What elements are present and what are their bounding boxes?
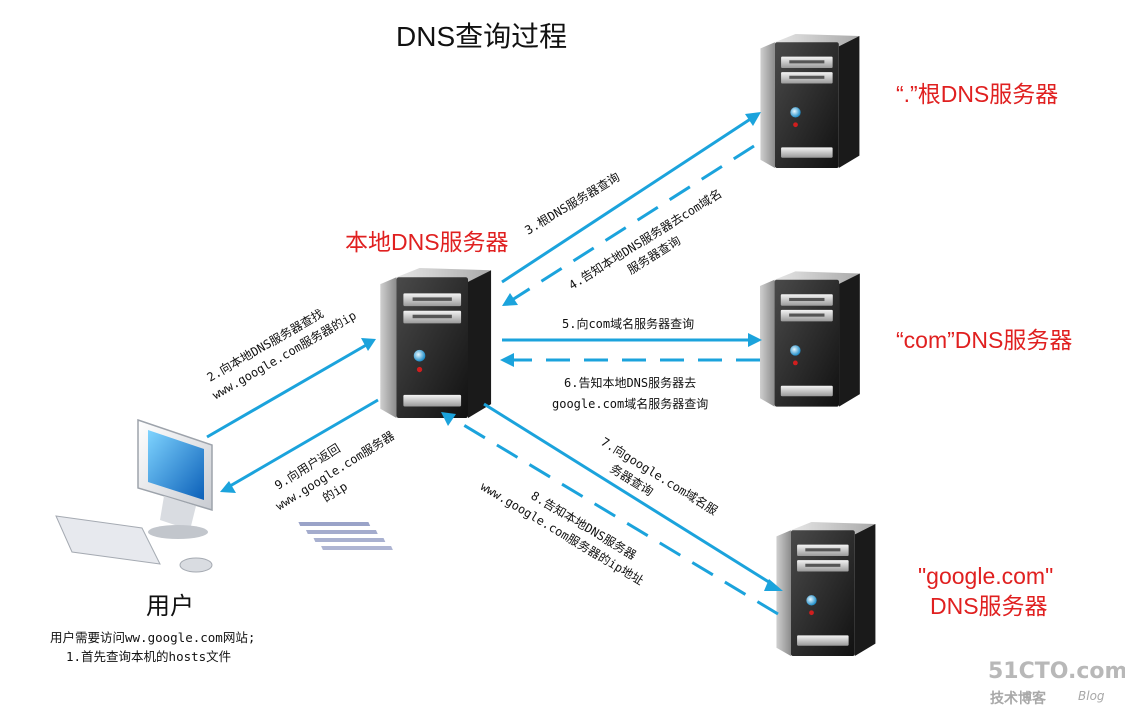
watermark-sub: 技术博客 (990, 690, 1047, 707)
com-dns-server-icon (760, 271, 860, 407)
diagram-title: DNS查询过程 (396, 21, 567, 52)
root-dns-server-icon (760, 34, 860, 168)
watermark-brand: 51CTO.com (988, 659, 1125, 684)
step-6-label-line1: 6.告知本地DNS服务器去 (564, 375, 696, 390)
arrow-step-2 (206, 342, 369, 439)
site-watermark: 51CTO.com 技术博客 Blog (988, 659, 1125, 707)
step-5-label: 5.向com域名服务器查询 (562, 316, 694, 331)
root-dns-label: “.”根DNS服务器 (896, 81, 1058, 107)
local-dns-server-icon (380, 268, 492, 418)
google-dns-label-line2: DNS服务器 (930, 593, 1048, 619)
user-label: 用户 (146, 593, 194, 620)
user-note-line1: 用户需要访问ww.google.com网站; (50, 630, 255, 645)
step-6-label-line2: google.com域名服务器查询 (552, 396, 708, 411)
arrow-step-8 (451, 416, 779, 616)
step-4-label-line1: 4.告知本地DNS服务器去com域名 (566, 186, 725, 293)
watermark-tag: Blog (1078, 689, 1105, 703)
arrow-step-4 (511, 144, 755, 302)
step-2-label-line2: www.google.com服务器的ip (210, 307, 359, 402)
step-3-label: 3.根DNS服务器查询 (522, 169, 622, 238)
google-dns-server-icon (776, 522, 876, 656)
arrowheads (220, 112, 783, 591)
local-dns-label: 本地DNS服务器 (345, 229, 509, 255)
google-dns-label-line1: "google.com" (918, 563, 1053, 589)
arrow-step-9 (229, 398, 379, 488)
query-arrows (206, 116, 779, 616)
user-note-line2: 1.首先查询本机的hosts文件 (66, 649, 231, 664)
user-computer-icon (55, 418, 393, 573)
arrow-step-7 (483, 402, 773, 586)
arrow-step-3 (501, 116, 753, 284)
step-8-label-line2: www.google.com服务器的ip地址 (478, 478, 647, 587)
com-dns-label: “com”DNS服务器 (896, 327, 1072, 353)
